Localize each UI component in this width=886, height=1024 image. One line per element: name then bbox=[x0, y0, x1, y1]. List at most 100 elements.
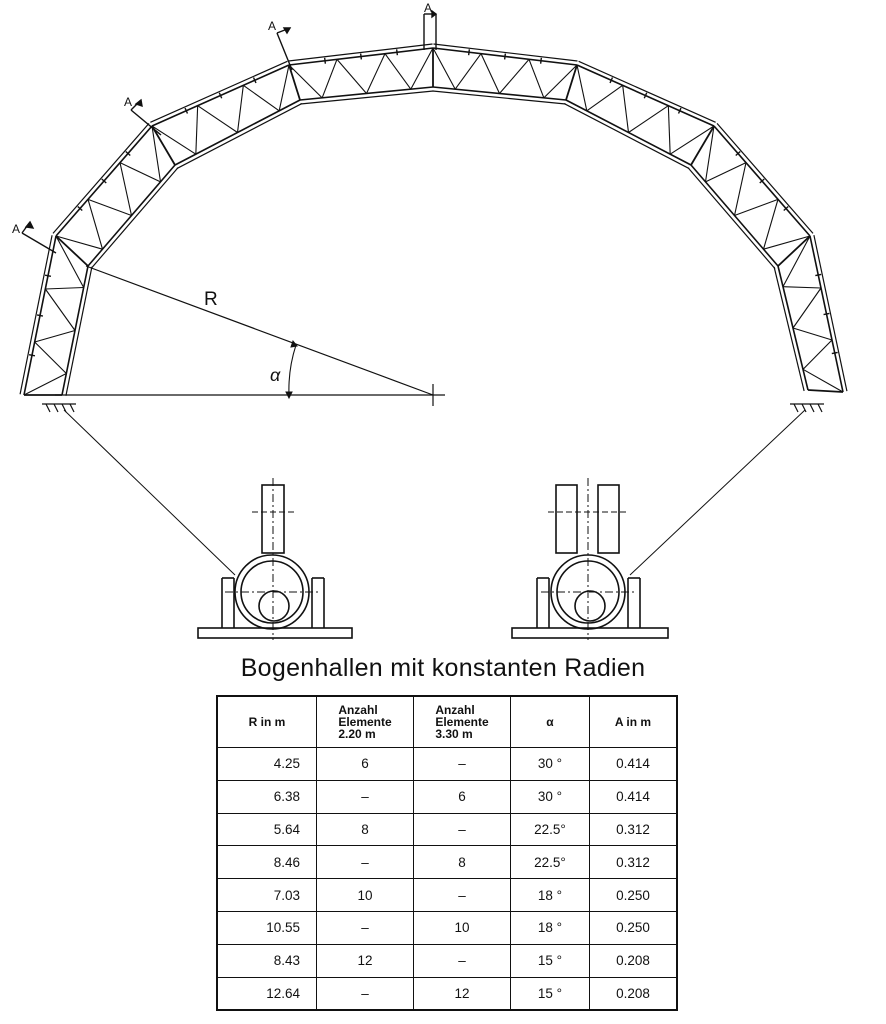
leader-right bbox=[629, 409, 806, 576]
truss-member bbox=[503, 53, 507, 60]
truss-member bbox=[195, 105, 199, 155]
header-line: A in m bbox=[614, 715, 652, 729]
angle-arc bbox=[288, 344, 297, 396]
table-cell: 30 ° bbox=[510, 747, 590, 781]
section-label-a-1: A bbox=[12, 222, 20, 236]
truss-member bbox=[643, 92, 648, 99]
header-text: R in m bbox=[249, 716, 286, 728]
header-text: α bbox=[546, 716, 553, 728]
truss-member bbox=[45, 286, 84, 290]
truss-member bbox=[432, 47, 456, 90]
section-marker-left bbox=[21, 220, 57, 254]
truss-member bbox=[52, 122, 150, 234]
section-label-a-3: A bbox=[268, 19, 276, 33]
section-marker-3 bbox=[276, 27, 293, 71]
table-cell: 8.43 bbox=[216, 943, 317, 978]
header-line: Anzahl bbox=[338, 703, 378, 717]
truss-member bbox=[802, 368, 844, 393]
truss-member bbox=[813, 235, 848, 392]
arch-hall-drawing: R α A A A A bbox=[12, 1, 848, 640]
truss-member bbox=[677, 107, 682, 114]
table-cell: 10 bbox=[413, 910, 511, 945]
truss-member bbox=[528, 59, 545, 99]
table-cell: 15 ° bbox=[510, 943, 590, 978]
table-cell: 10 bbox=[316, 878, 414, 912]
truss-member bbox=[125, 151, 131, 156]
truss-member bbox=[28, 353, 36, 357]
truss-member bbox=[34, 329, 76, 343]
truss-member bbox=[454, 53, 482, 90]
header-line: Anzahl bbox=[435, 703, 475, 717]
truss-member bbox=[151, 125, 176, 166]
joint-detail-double bbox=[511, 478, 669, 640]
truss-member bbox=[55, 235, 85, 288]
table-cell: – bbox=[413, 878, 511, 912]
table-cell: – bbox=[316, 976, 414, 1011]
header-line: R in m bbox=[248, 715, 286, 729]
table-cell: 22.5° bbox=[510, 812, 590, 847]
truss-member bbox=[77, 206, 83, 211]
truss-member bbox=[218, 92, 223, 99]
section-marker-2 bbox=[130, 98, 162, 136]
table-cell: 8.46 bbox=[216, 845, 317, 880]
truss-member bbox=[278, 64, 290, 111]
truss-member bbox=[565, 64, 578, 101]
truss-member bbox=[359, 53, 363, 60]
truss-member bbox=[433, 43, 578, 62]
truss-member bbox=[563, 103, 690, 170]
table-cell: 30 ° bbox=[510, 779, 590, 814]
truss-member bbox=[783, 206, 789, 211]
table-cell: 6 bbox=[413, 779, 511, 814]
section-label-a-2: A bbox=[124, 95, 132, 109]
truss-member bbox=[762, 199, 779, 250]
truss-member bbox=[288, 64, 323, 99]
diagram-title: Bogenhallen mit konstanten Radien bbox=[240, 654, 646, 682]
truss-member bbox=[782, 235, 811, 287]
truss-member bbox=[44, 274, 52, 278]
truss-member bbox=[578, 60, 716, 123]
truss-member bbox=[539, 57, 543, 64]
truss-member bbox=[44, 288, 76, 331]
leader-left bbox=[63, 409, 236, 576]
truss-member bbox=[323, 57, 327, 64]
table-cell: 0.312 bbox=[589, 812, 678, 847]
header-line: α bbox=[546, 715, 554, 729]
table-cell: 0.312 bbox=[589, 845, 678, 880]
truss-member bbox=[150, 60, 288, 123]
radius-line bbox=[85, 265, 434, 396]
table-cell: 4.25 bbox=[216, 747, 317, 781]
truss-member bbox=[366, 53, 386, 94]
table-cell: – bbox=[413, 812, 511, 847]
truss-member bbox=[792, 327, 833, 341]
truss-member bbox=[384, 53, 412, 90]
truss-member bbox=[687, 167, 776, 270]
truss-member bbox=[243, 84, 280, 112]
table-cell: 0.208 bbox=[589, 943, 678, 978]
table-cell: 0.250 bbox=[589, 878, 678, 912]
table-cell: 6 bbox=[316, 747, 414, 781]
truss-member bbox=[432, 90, 566, 105]
truss-member bbox=[410, 47, 434, 90]
header-text: A in m bbox=[615, 716, 651, 728]
truss-member bbox=[576, 64, 588, 111]
table-cell: 0.208 bbox=[589, 976, 678, 1011]
truss-member bbox=[628, 105, 669, 133]
table-cell: 6.38 bbox=[216, 779, 317, 814]
table-cell: 7.03 bbox=[216, 878, 317, 912]
truss-member bbox=[543, 64, 578, 99]
truss-member bbox=[101, 178, 107, 184]
table-cell: 8 bbox=[316, 812, 414, 847]
support-left bbox=[42, 403, 76, 413]
truss-member bbox=[499, 58, 530, 94]
truss-member bbox=[622, 85, 630, 133]
alpha-label: α bbox=[270, 365, 281, 385]
truss-member bbox=[831, 351, 838, 355]
